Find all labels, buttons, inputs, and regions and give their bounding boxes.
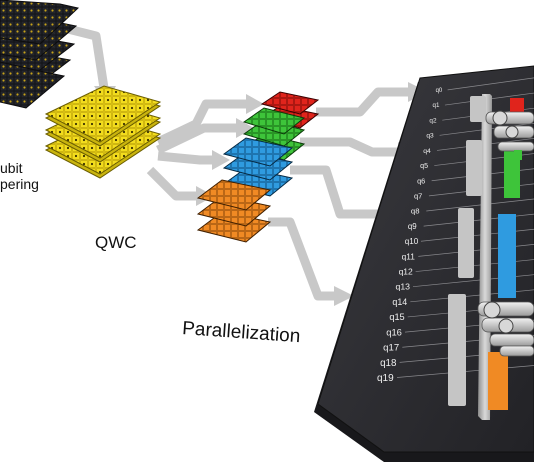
bar-red — [510, 98, 524, 114]
qubit-label-q14: q14 — [392, 297, 407, 307]
arrow-to-green — [156, 123, 238, 155]
arrowhead-board-4 — [334, 286, 354, 306]
arrow-to-blue — [157, 151, 214, 165]
slider-block-4 — [448, 294, 466, 406]
bar-green — [504, 150, 520, 198]
arrow-green-to-board — [300, 137, 400, 157]
arrow-blue-to-board — [290, 165, 384, 219]
robot-arm-top — [485, 110, 534, 160]
qubit-label-q4: q4 — [423, 148, 431, 155]
qwc-stack — [44, 85, 162, 179]
robot-arm-bottom — [477, 301, 534, 357]
qubit-label-q10: q10 — [405, 237, 419, 246]
arrow-orange-to-board — [268, 217, 336, 301]
control-board: q0 q1 q2 q3 q4 q5 q6 q7 q8 q9 q10 q11 q12 q13 q14 q15 q1… — [314, 65, 534, 462]
slider-block-2 — [466, 140, 482, 196]
qubit-label-q15: q15 — [389, 312, 404, 322]
qubit-label-q7: q7 — [414, 191, 422, 200]
bar-orange — [488, 352, 508, 410]
left-caption-line2: pering — [0, 176, 39, 192]
qubit-label-q19: q19 — [377, 373, 394, 384]
arrowhead-green — [236, 118, 254, 138]
qubit-label-q16: q16 — [386, 326, 402, 337]
group-blue-stack — [222, 137, 294, 197]
qubit-label-q11: q11 — [402, 251, 416, 261]
qubit-label-q0: q0 — [436, 88, 443, 94]
qubit-line-q8 — [426, 198, 534, 212]
qubit-label-q1: q1 — [433, 102, 440, 109]
qubit-label-q9: q9 — [408, 222, 417, 231]
arrow-red-to-board — [316, 87, 410, 117]
qubit-label-q5: q5 — [420, 162, 428, 170]
qubit-label-q3: q3 — [426, 133, 434, 140]
slider-block-1 — [470, 96, 486, 122]
group-orange-stack — [196, 179, 272, 243]
arrow-to-orange — [146, 166, 198, 201]
qubit-line-q0 — [447, 77, 534, 91]
qubit-label-q17: q17 — [383, 343, 399, 354]
qubit-labels: q0 q1 q2 q3 q4 q5 q6 q7 q8 q9 q10 q11 q12 q13 q14 q15 q1… — [377, 88, 443, 384]
qwc-label: QWC — [95, 233, 137, 252]
qubit-label-q2: q2 — [429, 117, 437, 124]
left-caption-line1: ubit — [0, 160, 23, 176]
flow-arrows — [38, 17, 410, 301]
qubit-label-q12: q12 — [399, 267, 413, 277]
qubit-label-q13: q13 — [396, 282, 411, 292]
dark-qubit-stack — [0, 0, 80, 109]
arrow-to-red — [156, 99, 248, 147]
arrowhead-blue — [212, 150, 230, 170]
arrowhead-red — [246, 94, 264, 114]
slider-block-3 — [458, 208, 474, 278]
bar-blue — [498, 214, 516, 298]
qubit-label-q8: q8 — [411, 207, 420, 216]
qubit-label-q6: q6 — [417, 176, 425, 185]
qubit-label-q18: q18 — [380, 358, 397, 369]
